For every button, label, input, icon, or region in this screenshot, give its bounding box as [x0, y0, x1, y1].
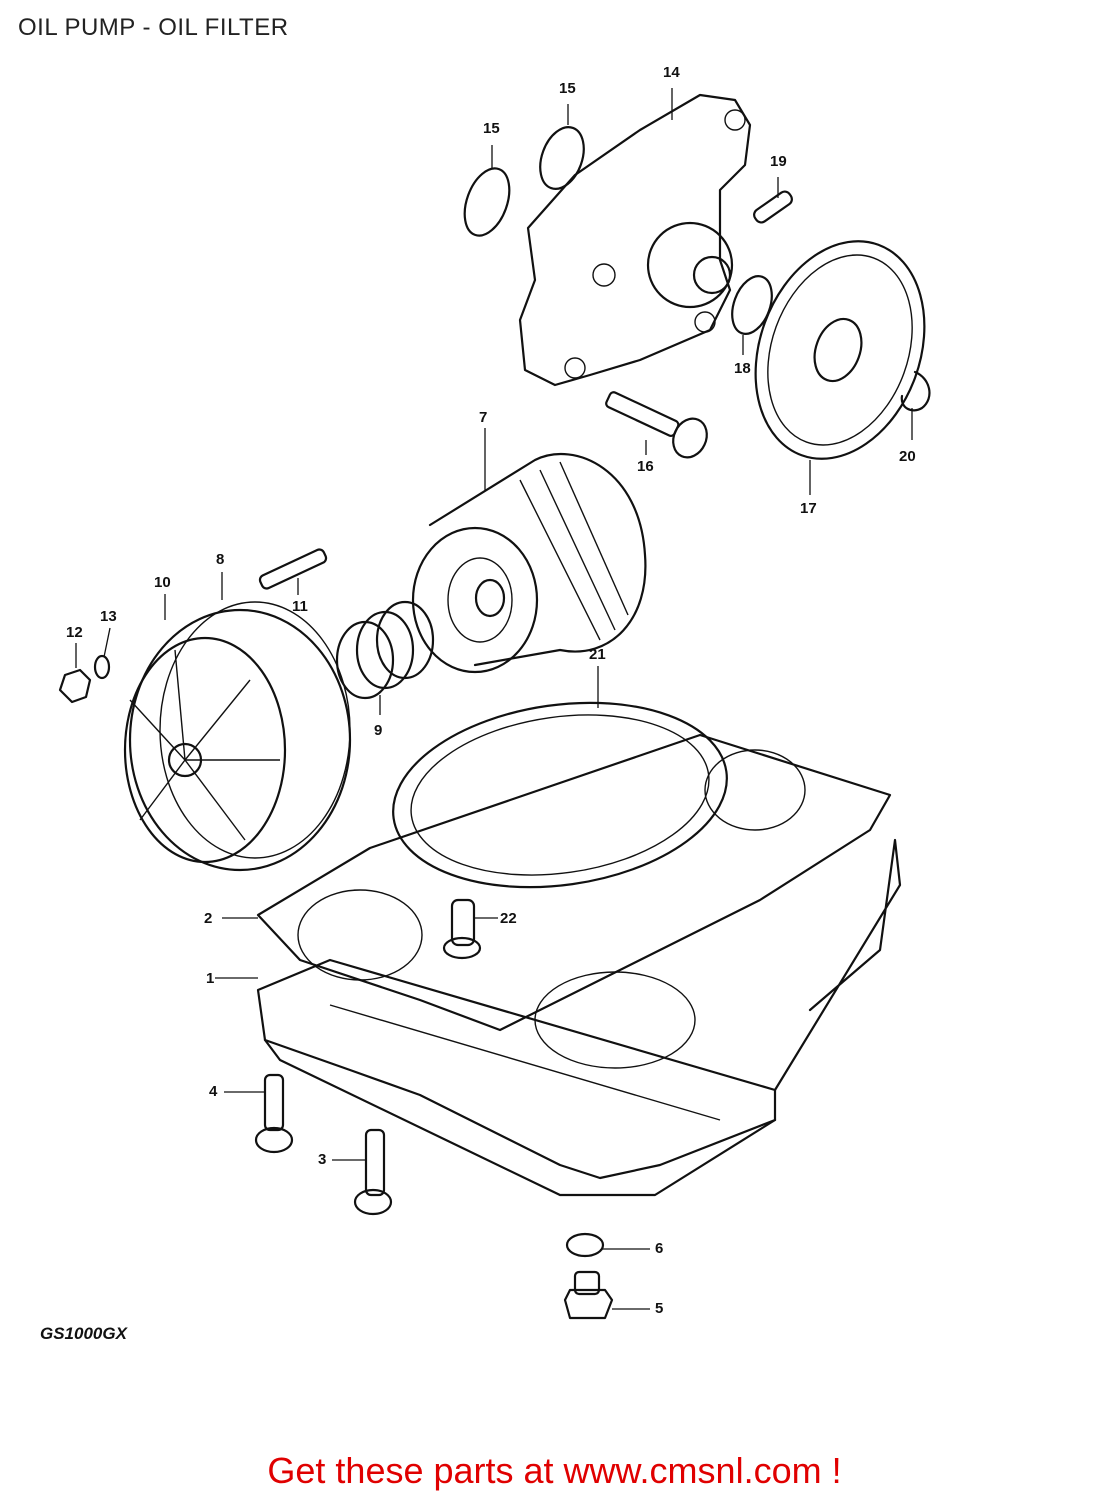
callout-9: 9 — [374, 722, 383, 739]
page-title: OIL PUMP - OIL FILTER — [18, 14, 289, 41]
callout-17: 17 — [800, 500, 817, 517]
o-ring-8 — [159, 601, 351, 859]
nut-12 — [58, 668, 92, 704]
callout-14: 14 — [663, 64, 680, 81]
callout-5: 5 — [655, 1300, 664, 1317]
callout-3: 3 — [318, 1151, 327, 1168]
washer-13 — [93, 654, 111, 680]
gasket-2 — [256, 733, 892, 1069]
callout-10: 10 — [154, 574, 171, 591]
washer-18 — [731, 275, 773, 335]
oil-filter-7 — [411, 452, 647, 674]
callout-21: 21 — [589, 646, 606, 663]
gear-17 — [754, 240, 926, 460]
oil-strainer-21 — [392, 701, 728, 889]
spring-9 — [335, 600, 435, 700]
oil-pump-body — [518, 93, 752, 387]
cta-link[interactable]: Get these parts at www.cmsnl.com ! — [267, 1450, 842, 1491]
bolt-3 — [353, 1128, 393, 1216]
callout-16: 16 — [637, 458, 654, 475]
callout-2: 2 — [204, 910, 213, 927]
oil-pan-1 — [256, 838, 902, 1197]
screw-16 — [605, 391, 708, 459]
circlip-20 — [900, 370, 931, 412]
callout-13: 13 — [100, 608, 117, 625]
stud-11 — [258, 548, 328, 590]
callout-4: 4 — [209, 1083, 218, 1100]
callout-15b: 15 — [483, 120, 500, 137]
callout-7: 7 — [479, 409, 488, 426]
callout-12: 12 — [66, 624, 83, 641]
callout-15a: 15 — [559, 80, 576, 97]
callout-8: 8 — [216, 551, 225, 568]
callout-22: 22 — [500, 910, 517, 927]
callout-19: 19 — [770, 153, 787, 170]
callout-20: 20 — [899, 448, 916, 465]
callout-18: 18 — [734, 360, 751, 377]
fitting-22 — [442, 898, 482, 960]
bolt-4 — [254, 1073, 294, 1154]
drain-plug-5 — [563, 1270, 614, 1320]
leader-lines — [75, 88, 913, 1310]
washer-6 — [565, 1232, 605, 1258]
callout-11: 11 — [292, 598, 308, 615]
pin-19 — [753, 190, 793, 224]
callout-6: 6 — [655, 1240, 664, 1257]
o-ring-15a — [463, 167, 511, 237]
model-code: GS1000GX — [40, 1324, 127, 1343]
callout-1: 1 — [206, 970, 215, 987]
filter-cover-10 — [123, 608, 352, 872]
o-ring-15b — [539, 126, 585, 190]
